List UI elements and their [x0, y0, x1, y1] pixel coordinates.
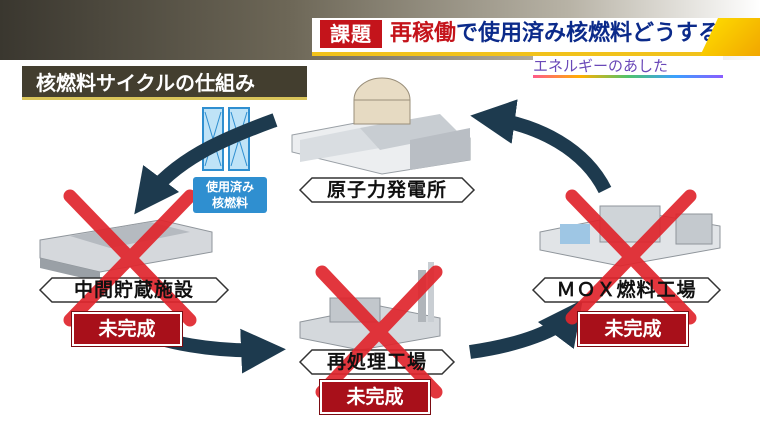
headline-bar [312, 18, 732, 56]
reprocessing-label: 再処理工場 [326, 351, 427, 373]
arrow-plant-to-storage [134, 113, 278, 215]
section-title: 核燃料サイクルの仕組み [22, 66, 307, 100]
mox-plant-illustration [539, 205, 721, 267]
interim-storage-status-badge: 未完成 [72, 312, 182, 346]
headline-title: 再稼働で使用済み核燃料どうする？ [390, 20, 742, 48]
arrow-reprocessing-to-mox [469, 299, 583, 359]
arrow-mox-to-plant [470, 99, 612, 194]
program-title: エネルギーのあした [533, 56, 723, 78]
spent-fuel-line1: 使用済み [205, 180, 254, 194]
spent-fuel-caption: 使用済み核燃料 [193, 177, 267, 213]
incomplete-cross-reprocessing [315, 265, 443, 399]
interim-storage-label: 中間貯蔵施設 [73, 279, 194, 301]
power-plant-label: 原子力発電所 [326, 179, 447, 201]
topic-tag: 課題 [320, 20, 382, 48]
incomplete-cross-interim-storage [63, 189, 197, 327]
mox-plant-label: ＭＯＸ燃料工場 [556, 279, 697, 301]
incomplete-cross-mox-plant [565, 189, 697, 325]
headline-rest: で使用済み核燃料どうする？ [456, 21, 743, 46]
reprocessing-status-badge: 未完成 [320, 380, 430, 414]
power-plant-illustration [291, 77, 471, 175]
headline-highlight: 再稼働 [390, 21, 457, 46]
spent-fuel-line2: 核燃料 [211, 196, 248, 210]
power-plant-label-frame [298, 177, 476, 203]
mox-plant-status-badge: 未完成 [578, 312, 688, 346]
